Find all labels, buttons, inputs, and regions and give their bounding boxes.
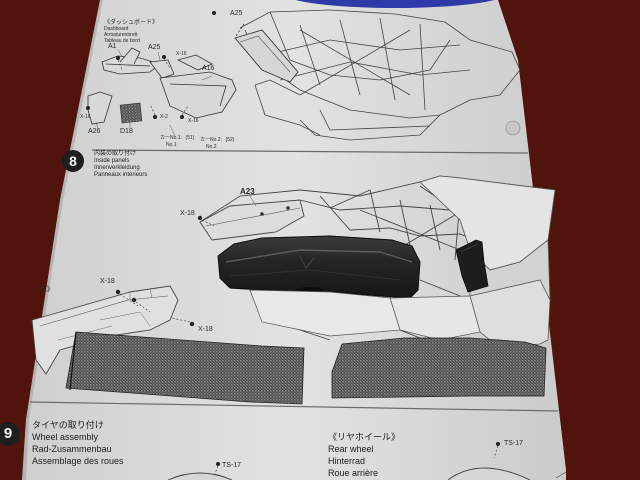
part-label-x18-b: X-18 bbox=[100, 278, 115, 285]
rear-wheel-en: Rear wheel bbox=[328, 444, 374, 454]
part-label-x18-a: X-18 bbox=[180, 210, 195, 217]
step7-subhead-de: Armaturenbrett bbox=[104, 32, 138, 38]
part-label-x18-c: X-18 bbox=[198, 326, 213, 333]
small-black-part bbox=[455, 239, 489, 293]
d18-decal bbox=[119, 102, 143, 124]
part-label-a25-top: A25 bbox=[230, 10, 243, 17]
step9-title-en: Wheel assembly bbox=[32, 432, 99, 442]
carbon-decal-left bbox=[65, 331, 305, 405]
step8-screws bbox=[115, 215, 203, 327]
part-label-x2: X-2 bbox=[160, 114, 168, 120]
decal-no2: No.2 bbox=[206, 144, 217, 150]
rear-wheel-fr: Roue arrière bbox=[328, 468, 379, 478]
part-label-a25: A25 bbox=[148, 44, 161, 51]
divider-step7-step8 bbox=[91, 149, 529, 154]
step7-subhead-fr: Tableau de bord bbox=[104, 38, 140, 44]
step8-title-fr: Panneaux intérieurs bbox=[94, 172, 148, 178]
decal-note-car1: カーNo.1：(51) bbox=[160, 135, 195, 141]
part-label-d18: D18 bbox=[120, 128, 133, 135]
wheel-drawing-right bbox=[447, 467, 531, 480]
carbon-decal-right bbox=[331, 337, 547, 399]
step9-title-de: Rad-Zusammenbau bbox=[32, 444, 112, 454]
step8-number-badge: 8 bbox=[62, 150, 84, 172]
part-label-x16-c: X-16 bbox=[188, 118, 199, 124]
step9-number-badge: 9 bbox=[0, 422, 20, 446]
left-door-panel bbox=[31, 285, 179, 375]
wheel-drawing-left bbox=[167, 472, 233, 480]
step8-title-en: Inside panels bbox=[94, 158, 130, 164]
ts17-label-left: TS-17 bbox=[222, 462, 242, 469]
rear-wheel-de: Hinterrad bbox=[328, 456, 366, 466]
part-label-a1: A1 bbox=[108, 43, 117, 50]
step8-title-de: Innenverkleidung bbox=[94, 165, 140, 171]
ts17-label-right: TS-17 bbox=[504, 440, 524, 447]
part-label-x16-b: X-16 bbox=[80, 114, 91, 120]
divider-step8-step9 bbox=[29, 401, 559, 412]
part-label-a26: A26 bbox=[88, 128, 101, 135]
decal-note-car2: カーNo.2：(52) bbox=[200, 137, 235, 143]
part-label-a16: A16 bbox=[202, 65, 215, 72]
step7-subhead-jp: 《ダッシュボード》 bbox=[104, 20, 159, 26]
step9-title-jp: タイヤの取り付け bbox=[32, 420, 104, 430]
left-side-label: 《L》 bbox=[36, 286, 54, 293]
blue-tape-edge bbox=[295, 0, 495, 8]
step9-title-fr: Assemblage des roues bbox=[32, 456, 124, 466]
part-label-x16-a: X-16 bbox=[176, 51, 187, 57]
step8-title-jp: 内装の取り付け bbox=[94, 151, 137, 157]
step7-subhead-en: Dashboard bbox=[104, 26, 129, 32]
decal-no1: No.1 bbox=[166, 142, 177, 148]
rear-wheel-jp: 《リヤホイール》 bbox=[328, 432, 401, 442]
step7-screws bbox=[86, 11, 216, 119]
part-label-a23: A23 bbox=[240, 187, 255, 196]
